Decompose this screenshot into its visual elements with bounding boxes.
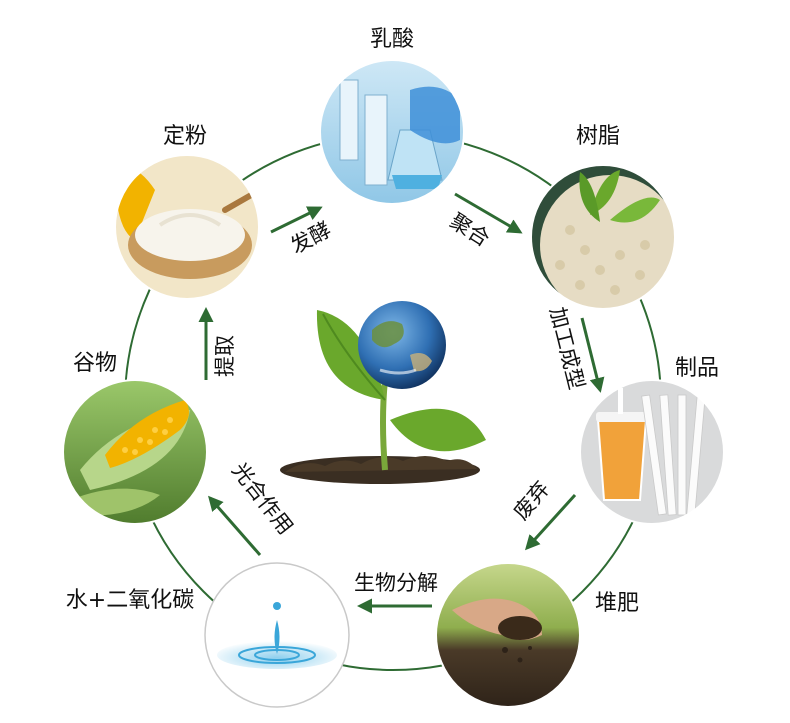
edge-label-polymerization: 聚合 xyxy=(446,209,494,252)
arrow-fermentation xyxy=(270,206,323,234)
node-lactic-acid xyxy=(319,59,465,205)
lab-glassware-photo xyxy=(320,60,464,204)
node-products xyxy=(579,379,725,525)
node-label-resin: 树脂 xyxy=(576,124,620,149)
cup-and-straws-photo xyxy=(580,380,724,524)
node-compost xyxy=(435,562,581,708)
arrow-polymerization xyxy=(454,192,523,234)
node-resin xyxy=(530,164,676,310)
edge-label-processing: 加工成型 xyxy=(545,305,589,392)
arrow-processing xyxy=(580,317,605,393)
water-drop-photo xyxy=(205,563,349,707)
arrow-disposal xyxy=(524,493,577,551)
edge-label-disposal: 废弃 xyxy=(509,477,554,525)
cycle-arrows xyxy=(198,192,605,614)
resin-pellets-photo xyxy=(531,165,675,309)
arrow-photosynthesis xyxy=(208,495,262,556)
starch-bowl-photo xyxy=(115,155,259,299)
node-grain xyxy=(62,379,208,525)
node-label-starch: 定粉 xyxy=(163,124,207,149)
center-earth-seedling-image xyxy=(280,301,486,484)
hand-soil-photo xyxy=(436,563,580,707)
node-label-lactic-acid: 乳酸 xyxy=(370,27,414,52)
edge-label-fermentation: 发酵 xyxy=(287,217,335,258)
node-starch xyxy=(114,154,260,300)
edge-label-biodegradation: 生物分解 xyxy=(354,571,438,595)
node-label-water-co2: 水+二氧化碳 xyxy=(66,588,194,613)
node-label-compost: 堆肥 xyxy=(595,591,639,616)
node-water-co2 xyxy=(204,562,350,708)
node-label-products: 制品 xyxy=(675,356,719,381)
edge-label-extraction: 提取 xyxy=(213,335,237,377)
node-label-grain: 谷物 xyxy=(73,351,117,376)
corn-cob-photo xyxy=(63,380,207,524)
